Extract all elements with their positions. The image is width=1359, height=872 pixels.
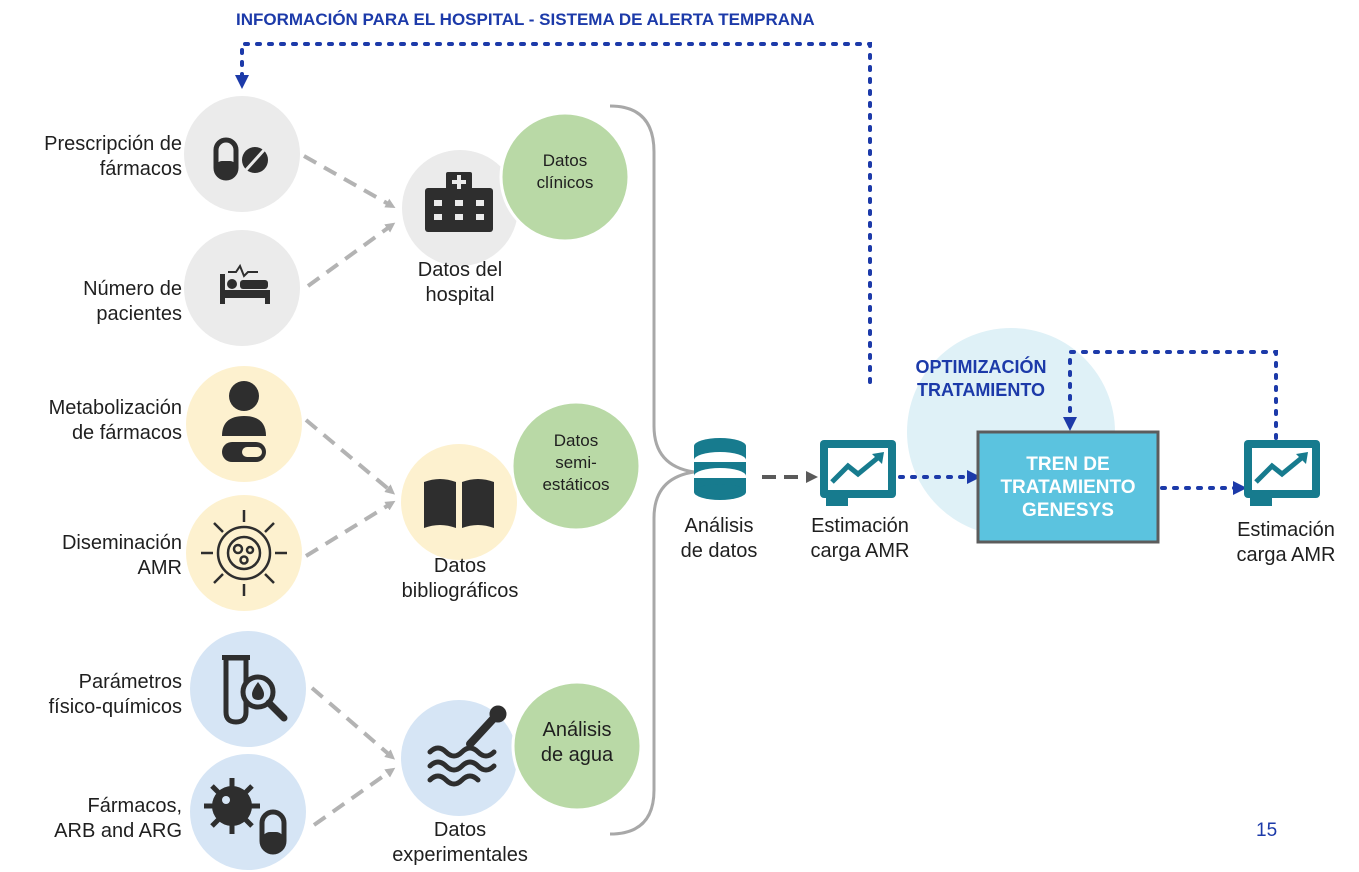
water-sample-icon (427, 705, 507, 787)
virus-spread-icon (201, 510, 287, 596)
input-label-farmacos: Fármacos,ARB and ARG (54, 795, 182, 842)
trend-chart-icon-2 (1244, 440, 1320, 506)
input-circle-prescripcion (184, 96, 300, 212)
treatment-box (976, 430, 1160, 544)
group-circle-bibliografico (401, 444, 517, 560)
badge-circle-agua (511, 680, 643, 812)
person-pill-icon (222, 381, 266, 462)
badge-circle-clinicos (499, 111, 631, 243)
badge-circle-semiestaticos (510, 400, 642, 532)
alert-system-title: INFORMACIÓN PARA EL HOSPITAL - SISTEMA D… (236, 10, 815, 29)
book-icon (424, 479, 494, 528)
test-tube-search-icon (222, 655, 288, 725)
optimization-loop-line (1063, 350, 1278, 440)
trend-chart-icon-1 (820, 440, 896, 506)
database-icon (694, 438, 746, 500)
pill-icon (213, 137, 268, 181)
bacteria-pill-icon (204, 778, 287, 855)
alert-feedback-line (235, 42, 872, 384)
page-number: 15 (1256, 820, 1278, 841)
grouping-brace (609, 104, 695, 836)
hospital-icon (425, 172, 493, 232)
patient-bed-icon (220, 263, 270, 304)
